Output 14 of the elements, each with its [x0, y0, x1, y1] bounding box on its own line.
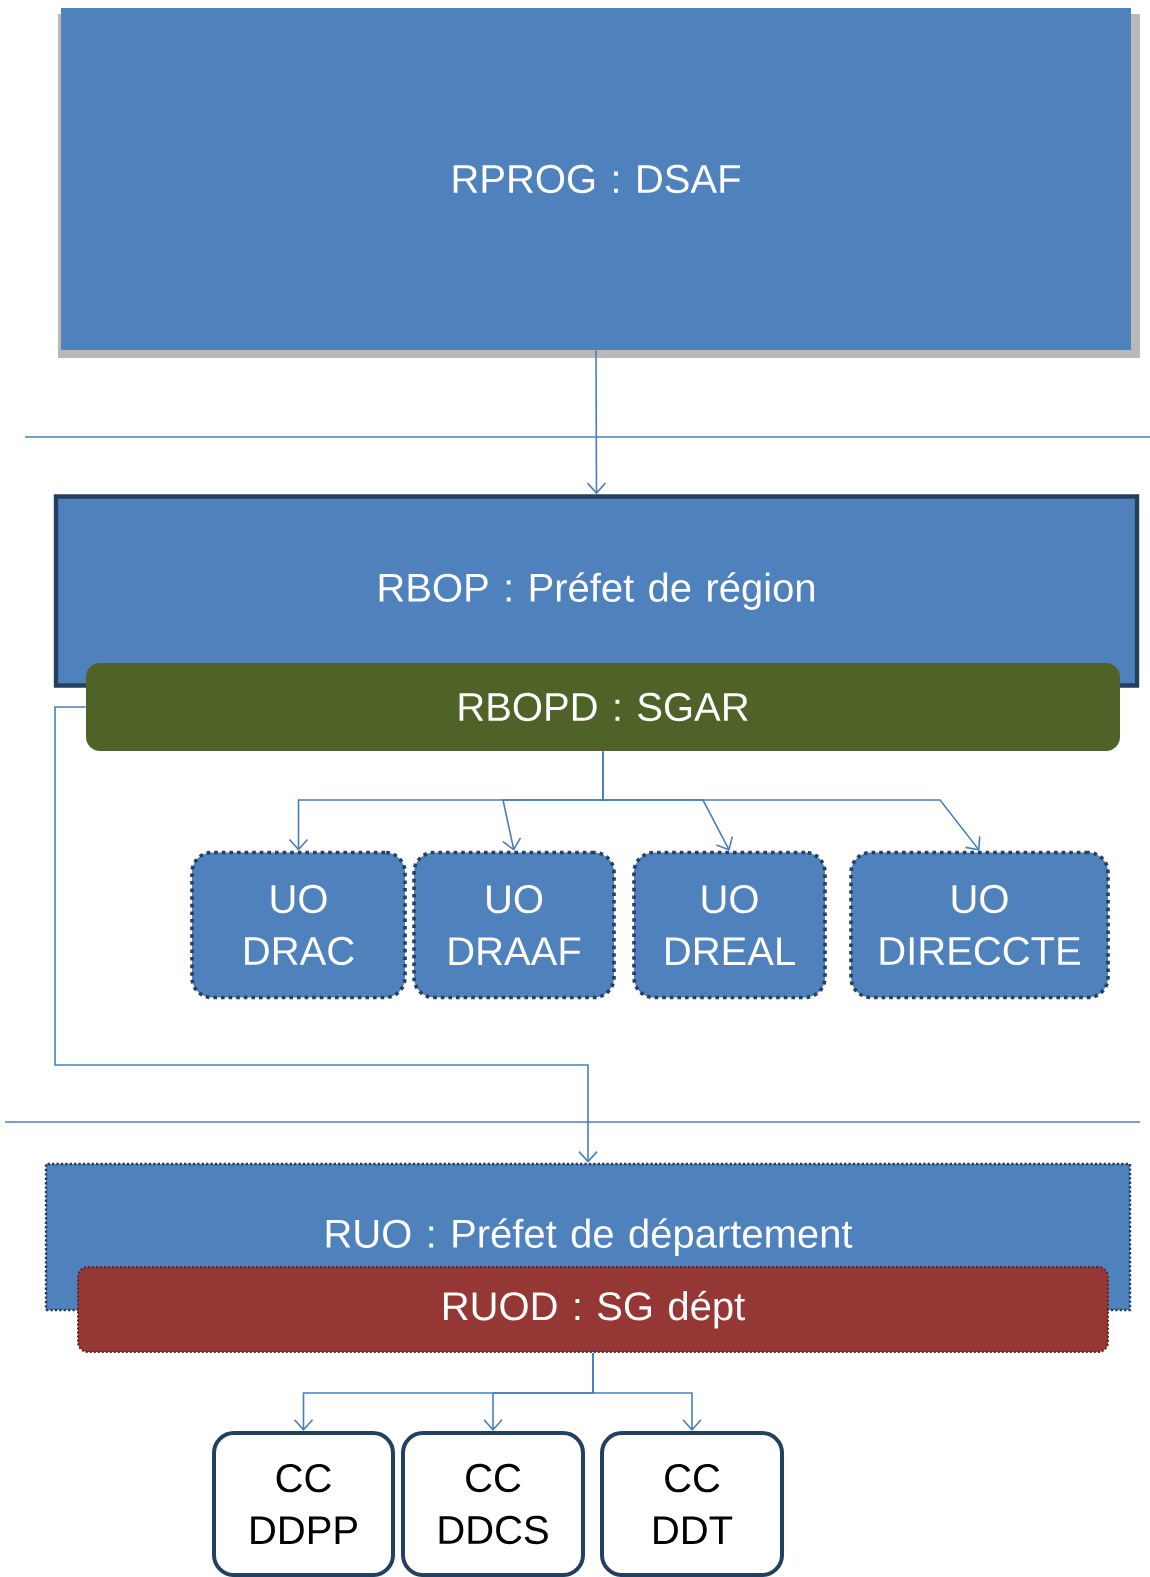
- unit-box: UO DREAL: [632, 850, 827, 1000]
- arrow: [54, 706, 598, 1163]
- cost-centre-box: CC DDT: [600, 1431, 784, 1577]
- cost-centre-box: CC DDCS: [401, 1431, 585, 1577]
- arrow: [592, 1352, 702, 1431]
- cost-centre-box: CC DDPP: [212, 1431, 395, 1577]
- delegate-bar: RBOPD : SGAR: [86, 663, 1120, 751]
- arrow: [602, 750, 981, 851]
- arrow: [586, 349, 607, 495]
- unit-box: UO DIRECCTE: [849, 850, 1110, 1000]
- program-box: RPROG : DSAF: [58, 8, 1140, 358]
- delegate-bar: RUOD : SG dépt: [77, 1266, 1109, 1353]
- unit-box: UO DRAC: [190, 850, 407, 1000]
- unit-box: UO DRAAF: [412, 850, 616, 1000]
